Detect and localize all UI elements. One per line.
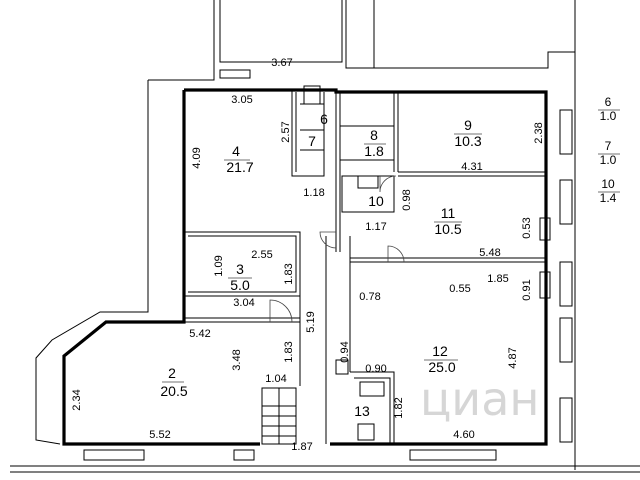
room-9-area: 10.3: [454, 133, 481, 149]
building-context: [10, 0, 640, 473]
svg-text:1.4: 1.4: [600, 191, 617, 205]
room-12-number: 12: [432, 343, 448, 359]
room-11-area: 10.5: [434, 221, 461, 237]
svg-text:3.05: 3.05: [231, 94, 252, 106]
svg-text:4.09: 4.09: [191, 147, 203, 168]
svg-text:3.04: 3.04: [233, 297, 254, 309]
svg-text:0.90: 0.90: [365, 363, 386, 375]
svg-text:1.09: 1.09: [213, 255, 225, 276]
svg-text:4.31: 4.31: [461, 161, 482, 173]
svg-text:1.0: 1.0: [600, 153, 617, 167]
room-labels: 2 20.5 3 5.0 4 21.7 6 7 8 1.8 9 10.3 10 …: [160, 111, 482, 419]
room-9-number: 9: [464, 117, 472, 133]
svg-text:2.55: 2.55: [251, 249, 272, 261]
svg-text:4.87: 4.87: [507, 347, 519, 368]
svg-text:5.19: 5.19: [305, 311, 317, 332]
room-2-number: 2: [168, 365, 176, 381]
svg-text:3.48: 3.48: [231, 349, 243, 370]
svg-text:1.82: 1.82: [393, 397, 405, 418]
svg-text:1.83: 1.83: [283, 341, 295, 362]
svg-text:1.17: 1.17: [365, 221, 386, 233]
svg-text:5.52: 5.52: [149, 429, 170, 441]
room-13-number: 13: [354, 403, 370, 419]
svg-text:1.18: 1.18: [303, 187, 324, 199]
svg-text:1.85: 1.85: [487, 273, 508, 285]
svg-text:0.53: 0.53: [521, 217, 533, 238]
svg-text:1.0: 1.0: [600, 109, 617, 123]
watermark: циан: [420, 372, 539, 426]
room-10-number: 10: [368, 193, 384, 209]
room-8-area: 1.8: [364, 143, 384, 159]
svg-text:0.55: 0.55: [449, 283, 470, 295]
windows: [83, 69, 573, 461]
svg-text:1.87: 1.87: [291, 441, 312, 453]
room-12-area: 25.0: [428, 359, 455, 375]
room-2-area: 20.5: [160, 383, 187, 399]
svg-text:5.42: 5.42: [189, 328, 210, 340]
room-3-area: 5.0: [230, 277, 250, 293]
room-6-number: 6: [320, 111, 328, 127]
room-4-area: 21.7: [226, 159, 253, 175]
dimension-labels: 3.67 3.05 4.09 2.57 1.18 2.38 4.31 0.98 …: [71, 57, 545, 453]
svg-text:0.94: 0.94: [339, 341, 351, 362]
svg-text:1.04: 1.04: [265, 373, 286, 385]
svg-text:2.34: 2.34: [71, 389, 83, 410]
svg-text:3.67: 3.67: [271, 57, 292, 69]
svg-text:5.48: 5.48: [479, 247, 500, 259]
room-4-number: 4: [232, 143, 240, 159]
interior-walls: [184, 85, 551, 445]
svg-text:0.98: 0.98: [401, 189, 413, 210]
legend: 6 1.0 7 1.0 10 1.4: [598, 95, 620, 205]
svg-text:10: 10: [601, 177, 615, 191]
svg-text:0.78: 0.78: [359, 291, 380, 303]
room-3-number: 3: [236, 261, 244, 277]
svg-text:1.83: 1.83: [283, 263, 295, 284]
room-11-number: 11: [441, 205, 456, 221]
room-7-number: 7: [308, 133, 316, 149]
apartment-outline: [62, 88, 548, 446]
svg-text:6: 6: [605, 95, 612, 109]
room-8-number: 8: [370, 127, 378, 143]
svg-text:4.60: 4.60: [453, 429, 474, 441]
svg-text:2.38: 2.38: [533, 122, 545, 143]
svg-text:2.57: 2.57: [280, 121, 292, 142]
svg-text:0.91: 0.91: [521, 279, 533, 300]
svg-text:7: 7: [605, 139, 612, 153]
